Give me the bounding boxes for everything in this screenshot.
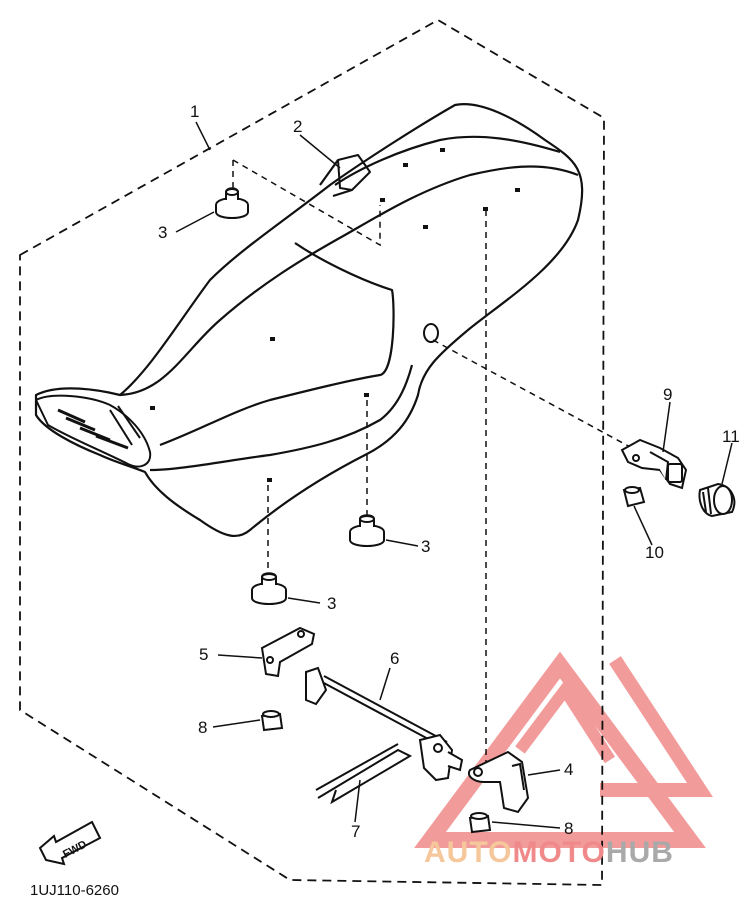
damper-bottom <box>251 572 287 605</box>
callout-labels: 1 2 3 3 3 4 5 6 7 8 8 9 10 11 <box>158 102 740 841</box>
leader-lines <box>175 121 733 829</box>
callout-6: 6 <box>390 649 399 668</box>
callout-5: 5 <box>199 645 208 664</box>
lock-cap <box>698 482 736 518</box>
callout-3-bottom: 3 <box>327 594 336 613</box>
watermark-hub: HUB <box>606 836 674 869</box>
damper-parts <box>215 187 385 605</box>
lock-nut <box>622 486 646 508</box>
seat-mount-holes <box>150 148 520 482</box>
callout-4: 4 <box>564 760 573 779</box>
callout-8-left: 8 <box>198 718 207 737</box>
watermark-auto: AUTO <box>424 836 512 869</box>
watermark-logo <box>414 651 713 848</box>
callout-2: 2 <box>293 117 302 136</box>
callout-3-middle: 3 <box>421 537 430 556</box>
callout-1: 1 <box>190 102 199 121</box>
callout-7: 7 <box>351 822 360 841</box>
part-code: 1UJ110-6260 <box>30 882 119 899</box>
fwd-arrow: FWD <box>38 820 102 866</box>
watermark-moto: MOTO <box>512 836 605 869</box>
bracket-4 <box>468 750 530 814</box>
damper-middle <box>349 514 385 547</box>
callout-9: 9 <box>663 385 672 404</box>
seat-lock <box>620 438 688 490</box>
assembly-boundary <box>19 18 605 886</box>
seat-lock-rod <box>305 666 464 782</box>
nut-8-left <box>260 710 284 732</box>
hook-wire <box>315 743 413 805</box>
callout-10: 10 <box>645 543 664 562</box>
callout-11: 11 <box>722 427 740 446</box>
damper-top <box>215 187 249 219</box>
callout-8-right: 8 <box>564 819 573 838</box>
seat <box>34 103 584 538</box>
alignment-lines <box>232 159 633 770</box>
nut-8-right <box>468 812 492 834</box>
callout-3-top: 3 <box>158 223 167 242</box>
bracket-5 <box>260 626 316 678</box>
watermark-text: AUTOMOTOHUB <box>424 836 674 869</box>
